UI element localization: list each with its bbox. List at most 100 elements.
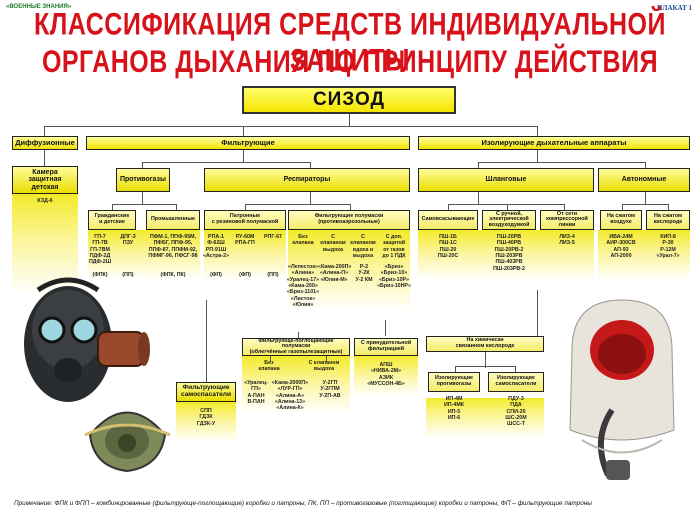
civil-type-b: (ПП): [122, 272, 134, 278]
poster-title-line-2: ОРГАНОВ ДЫХАНИЯ ПО ПРИНЦИПУ ДЕЙСТВИЯ: [41, 44, 659, 80]
compressed-air-models: ИВА-24М АИР-300СВ АП-93 АП-2000: [606, 234, 636, 260]
halfmask-models-d: «Бриз» «Бриз-10» «Бриз-10Р» «Бриз-10НР»: [377, 264, 411, 290]
gas-filter-models-b: «Кама-2000П» «ЛУР-ГП» «Алина-А» «Алина-1…: [271, 380, 309, 412]
compressed-air-box: На сжатом воздухе: [600, 210, 642, 230]
gradient-col: [354, 356, 418, 396]
footnote: Примечание: ФПК и ФПП – комбинированные …: [14, 500, 592, 507]
connector-line: [485, 352, 486, 368]
gradient-col: [204, 230, 286, 280]
gas-filter-sub-b: С клапаном выдоха: [308, 360, 340, 373]
filter-rescuers-models: СПП ГДЗК ГДЗК-У: [196, 408, 216, 427]
connector-line: [270, 356, 271, 362]
connector-line: [142, 162, 310, 163]
connector-line: [349, 114, 350, 126]
connector-line: [622, 204, 668, 205]
main-category-box: СИЗОД: [242, 86, 456, 114]
connector-line: [44, 150, 45, 166]
cartridge-box: Патронные с резиновой полумаской: [204, 210, 286, 230]
connector-line: [176, 204, 177, 210]
hose-box: Шланговые: [418, 168, 594, 192]
forced-filtration-box: С принудительной фильтрацией: [354, 338, 418, 356]
cartridge-models-b: РУ-60М РПА-ГП: [235, 234, 255, 247]
valve-sub-c: С клапаном вдоха и выдоха: [350, 234, 376, 260]
filter-rescuers-box: Фильтрующие самоспасатели: [176, 382, 236, 402]
publisher-label: «ВОЕННЫЕ ЗНАНИЯ»: [6, 4, 72, 10]
connector-line: [478, 192, 479, 204]
autonomous-box: Автономные: [598, 168, 690, 192]
industrial-models: ПФМ-1, ППФ-95М, ПФБГ, ППФ-95, ППФ-87, ПП…: [148, 234, 198, 260]
insulating-rescuers-box: Изолирующие самоспасатели: [488, 372, 544, 392]
civil-models-a: ГП-7 ГП-7В ГП-7ВМ ПДФ-2Д ПДФ-2Ш: [88, 234, 112, 266]
connector-line: [448, 204, 449, 210]
connector-line: [455, 366, 515, 367]
connector-line: [537, 126, 538, 136]
gas-filter-sub-a: Без клапана: [258, 360, 280, 373]
civil-children-box: Гражданские и детские: [88, 210, 136, 230]
gradient-col: [418, 230, 594, 280]
gas-filter-halfmask-box: Фильтрующе-поглощающие полумаски (облегч…: [242, 338, 350, 356]
gradient-col: [426, 398, 544, 438]
connector-line: [298, 332, 299, 338]
halfmask-models-b: «Кама-200П» «Алина-П» «Юлия-М»: [318, 264, 352, 283]
connector-line: [112, 204, 176, 205]
connector-line: [350, 204, 351, 210]
connector-line: [112, 204, 113, 210]
connector-line: [537, 290, 538, 336]
gradient-col: [12, 194, 78, 294]
insulating-rescuers-models: ПДУ-3 ПДА СПИ-20 ШС-20М ШСС-Т: [505, 396, 527, 428]
halfmask-models-a: «Лепесток» «Алина» «Уралец-17» «Кама-200…: [286, 264, 320, 309]
cartridge-models-c: РПГ-67: [264, 234, 282, 240]
manual-blower-box: С ручной, электрической воздуходувкой: [482, 210, 536, 230]
gradient-col: [88, 230, 200, 280]
chamber-models: КЗД-6: [37, 198, 53, 204]
connector-line: [478, 162, 646, 163]
gradient-col: [242, 356, 350, 412]
chemical-oxygen-box: На химически связанном кислороде: [426, 336, 544, 352]
connector-line: [455, 366, 456, 372]
respirators-box: Респираторы: [204, 168, 410, 192]
connector-line: [622, 204, 623, 210]
hood-illustration: [569, 299, 675, 480]
compressed-oxygen-box: На сжатом кислороде: [646, 210, 690, 230]
cartridge-type-b: (ФП): [239, 272, 251, 278]
forced-models: АПШ «НИВА-2М» АЗИК «МУССОН-4Б»: [367, 362, 405, 388]
industrial-type: (ФПК, ПК): [160, 272, 186, 278]
connector-line: [645, 192, 646, 204]
gas-filter-models-a: «Уралец-ГП» А-ПАН В-ПАН: [244, 380, 268, 406]
manual-models: ПШ-20РВ ПШ-40РВ ПШ-20РВ-2 ПШ-203РВ ПШ-40…: [493, 234, 525, 272]
gas-mask-illustration: [24, 277, 150, 402]
cartridge-type-c: (ПП): [267, 272, 279, 278]
gas-filter-models-c: У-2ГП У-2ГПМ У-2П-АВ: [319, 380, 341, 399]
chamber-box: Камера защитная детская: [12, 166, 78, 194]
connector-line: [507, 204, 508, 210]
gradient-col: [288, 230, 410, 310]
industrial-box: Промышленные: [146, 210, 200, 230]
connector-line: [668, 204, 669, 210]
civil-models-b: ДПГ-3 ПЗУ: [120, 234, 136, 247]
connector-line: [206, 300, 207, 382]
civil-type-a: (ФПК): [92, 272, 108, 278]
connector-line: [645, 162, 646, 168]
filtering-box: Фильтрующие: [86, 136, 410, 150]
connector-line: [478, 162, 479, 168]
insulating-gasmasks-models: ИП-4М ИП-4МК ИП-5 ИП-6: [444, 396, 464, 422]
connector-line: [564, 204, 565, 210]
connector-line: [326, 356, 327, 362]
cartridge-models-a: РПА-1 Ф-62Ш РП-91Ш «Астра-2»: [202, 234, 230, 260]
valve-sub-a: Без клапана: [292, 234, 314, 247]
poster-title-line-1: КЛАССИФИКАЦИЯ СРЕДСТВ ИНДИВИДУАЛЬНОЙ ЗАЩ…: [34, 6, 666, 78]
cartridge-type-a: (ФП): [210, 272, 222, 278]
diffusion-box: Диффузионные: [12, 136, 78, 150]
connector-line: [44, 126, 45, 136]
connector-line: [142, 162, 143, 168]
connector-line: [448, 204, 564, 205]
filter-halfmask-box: Фильтрующие полумаски (противоаэрозольны…: [288, 210, 410, 230]
gas-masks-box: Противогазы: [116, 168, 170, 192]
compressed-line-box: От сети компрессорной линии: [540, 210, 594, 230]
connector-line: [245, 204, 246, 210]
valve-sub-b: С клапаном выдоха: [320, 234, 346, 253]
connector-line: [385, 320, 386, 336]
connector-line: [44, 126, 538, 127]
connector-line: [142, 192, 143, 204]
